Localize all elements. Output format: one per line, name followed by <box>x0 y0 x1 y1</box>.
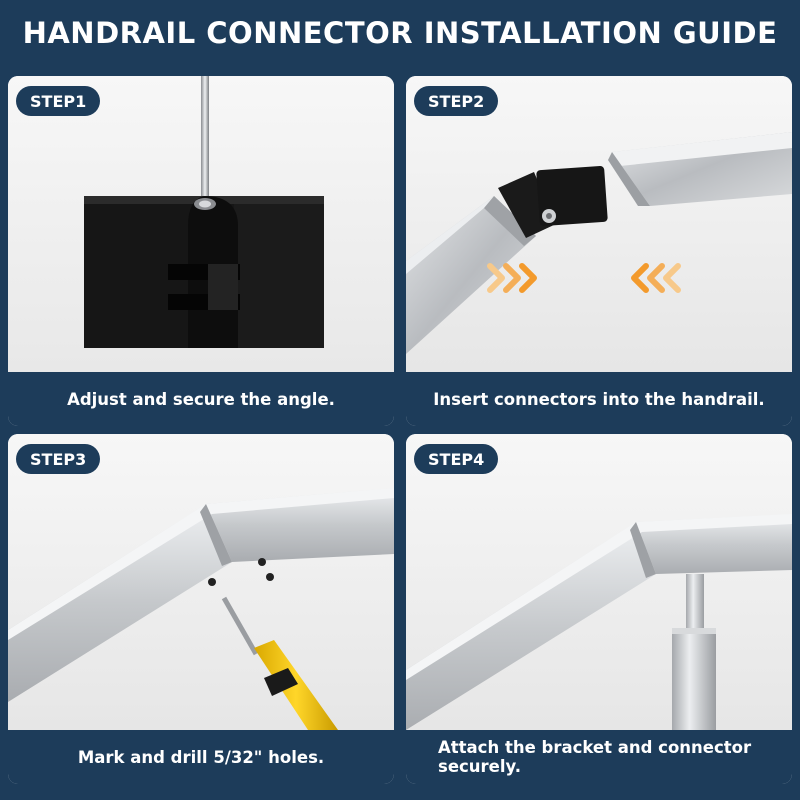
step3-illustration <box>8 434 394 730</box>
page-header: HANDRAIL CONNECTOR INSTALLATION GUIDE <box>0 0 800 66</box>
angled-handrail <box>406 514 792 730</box>
step2-panel: STEP2 Insert connectors into the handrai… <box>406 76 792 426</box>
step1-caption: Adjust and secure the angle. <box>8 372 394 426</box>
step2-illustration <box>406 76 792 372</box>
step1-panel: STEP1 Adjust and secure the angle. <box>8 76 394 426</box>
step3-badge: STEP3 <box>16 444 101 474</box>
screwdriver <box>221 596 338 730</box>
hinge-connector <box>84 196 324 348</box>
screwdriver-shaft <box>201 76 209 204</box>
angled-handrail <box>8 488 394 702</box>
step3-panel: STEP3 Mark and drill 5/32" holes. <box>8 434 394 784</box>
step2-caption: Insert connectors into the handrail. <box>406 372 792 426</box>
page-title: HANDRAIL CONNECTOR INSTALLATION GUIDE <box>22 16 778 50</box>
step4-panel: STEP4 Attach the bracket and connector s… <box>406 434 792 784</box>
step4-illustration <box>406 434 792 730</box>
step1-illustration <box>8 76 394 372</box>
baluster-post <box>672 574 716 730</box>
connector-piece <box>498 165 608 238</box>
step1-badge: STEP1 <box>16 86 101 116</box>
step2-badge: STEP2 <box>414 86 499 116</box>
left-handrail-section <box>406 196 536 354</box>
insert-arrows-right-icon <box>487 263 537 293</box>
step3-caption: Mark and drill 5/32" holes. <box>8 730 394 784</box>
right-handrail-section <box>608 132 792 206</box>
step4-caption: Attach the bracket and connector securel… <box>406 730 792 784</box>
step4-badge: STEP4 <box>414 444 499 474</box>
insert-arrows-left-icon <box>631 263 681 293</box>
